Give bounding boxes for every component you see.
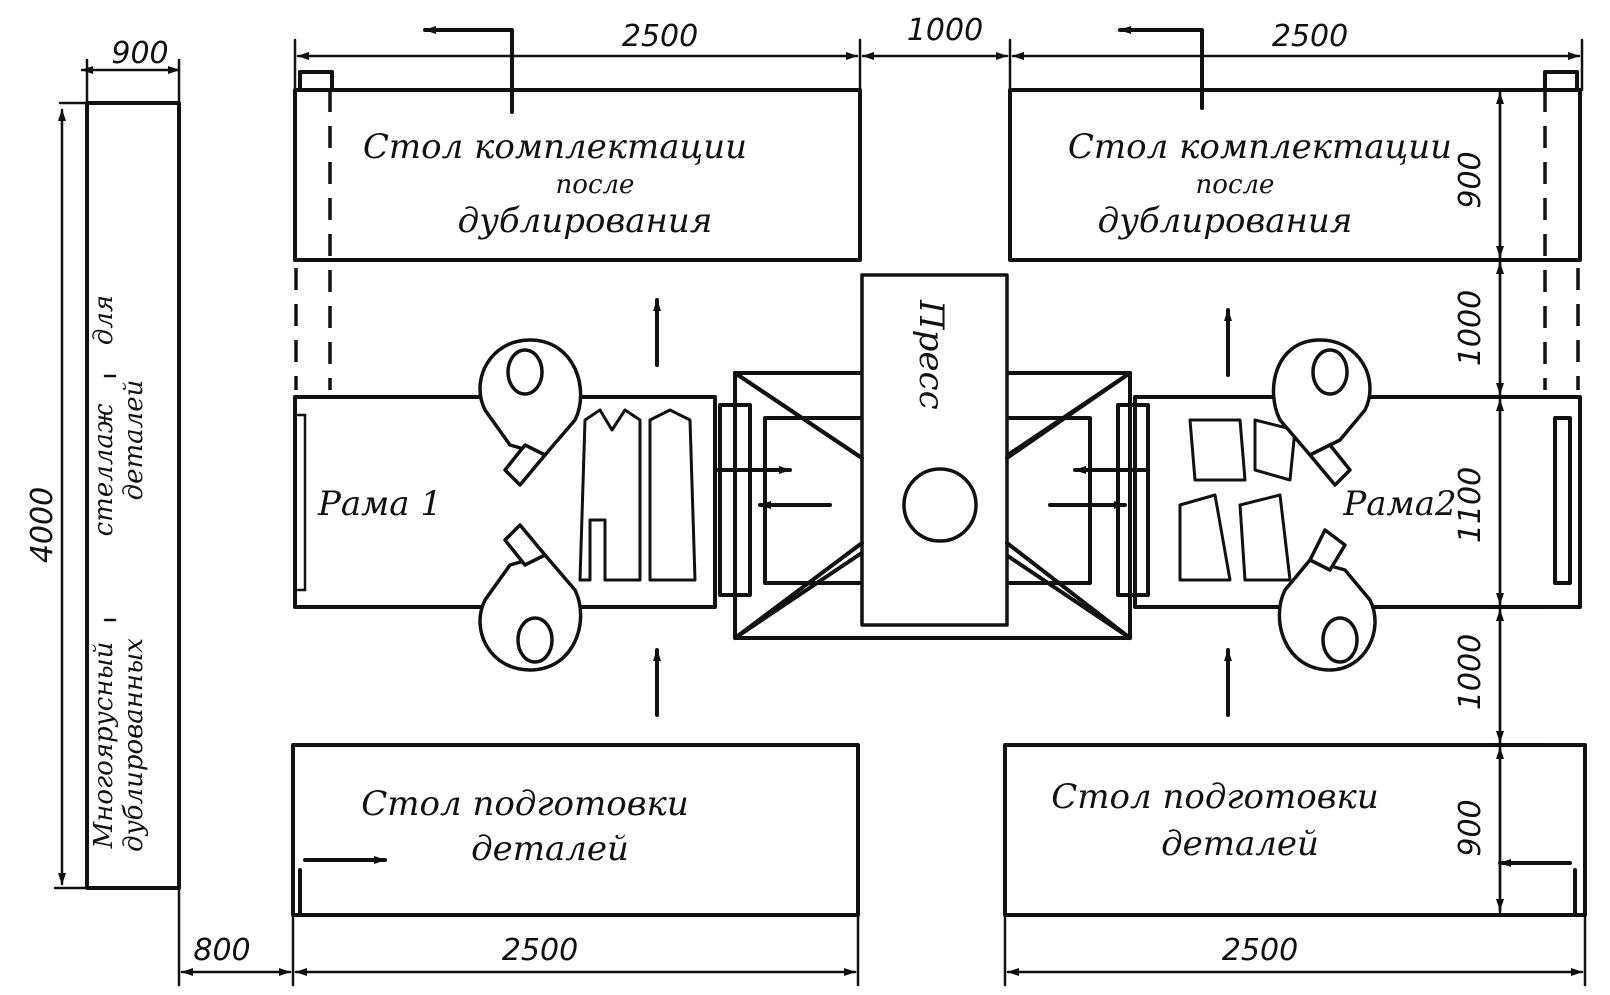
dim-right-1000-top: 1000 — [1453, 290, 1488, 366]
storage-rack — [53, 58, 181, 890]
rack-label-line1: Многоярусный — [89, 642, 119, 850]
dim-gap-value: 1000 — [907, 13, 983, 48]
dim-table-top-right: 2500 — [1272, 19, 1348, 54]
table-prep-left-line2: деталей — [471, 829, 629, 869]
table-complect-left-line1: Стол комплектации — [363, 127, 747, 167]
dim-table-top-left: 2500 — [622, 19, 698, 54]
table-complect-right-line1: Стол комплектации — [1068, 127, 1452, 167]
rack-label-line3: для — [89, 295, 119, 345]
rack-label-line5: деталей — [119, 380, 149, 501]
table-prep-right-line2: деталей — [1161, 824, 1319, 864]
frame-1-label: Рама 1 — [317, 484, 442, 524]
worker-bottom-right — [1277, 528, 1377, 672]
dim-offset-left: 800 — [193, 933, 250, 968]
dim-rack-width: 900 — [111, 36, 168, 71]
table-complect-left-line3: дублирования — [458, 201, 713, 241]
table-complect-right-line2: после — [1196, 170, 1275, 200]
cut-pieces-left — [578, 408, 697, 582]
worker-top-left — [478, 338, 583, 487]
press-label: Пресс — [911, 299, 951, 410]
table-complect-right-line3: дублирования — [1098, 201, 1353, 241]
completion-table-right — [1008, 26, 1584, 390]
dim-right-1000-bottom: 1000 — [1453, 634, 1488, 710]
rack-label-line4: дублированных — [119, 638, 149, 852]
dim-right-1100: 1100 — [1453, 467, 1488, 543]
dim-chain-right — [1488, 88, 1547, 914]
dim-rack-length: 4000 — [25, 487, 60, 563]
worker-bottom-left — [478, 523, 583, 672]
cut-pieces-right — [1178, 418, 1297, 582]
dim-gap-tables — [861, 38, 1012, 92]
dim-right-900-top: 900 — [1453, 151, 1488, 208]
table-complect-left-line2: после — [556, 170, 635, 200]
dim-table-bottom-right: 2500 — [1222, 933, 1298, 968]
dim-table-bottom-left: 2500 — [502, 933, 578, 968]
worker-top-right — [1271, 338, 1372, 487]
prep-table-right — [1003, 743, 1587, 987]
completion-table-left — [293, 26, 862, 390]
table-prep-left-line1: Стол подготовки — [361, 784, 688, 824]
table-prep-right-line1: Стол подготовки — [1051, 777, 1378, 817]
flow-arrows — [653, 298, 1232, 717]
prep-table-left — [177, 743, 860, 987]
rack-label-line2: стеллаж — [89, 403, 119, 536]
dim-right-900-bottom: 900 — [1453, 799, 1488, 856]
frame-2-label: Рама2 — [1342, 484, 1456, 524]
press — [716, 273, 1150, 640]
